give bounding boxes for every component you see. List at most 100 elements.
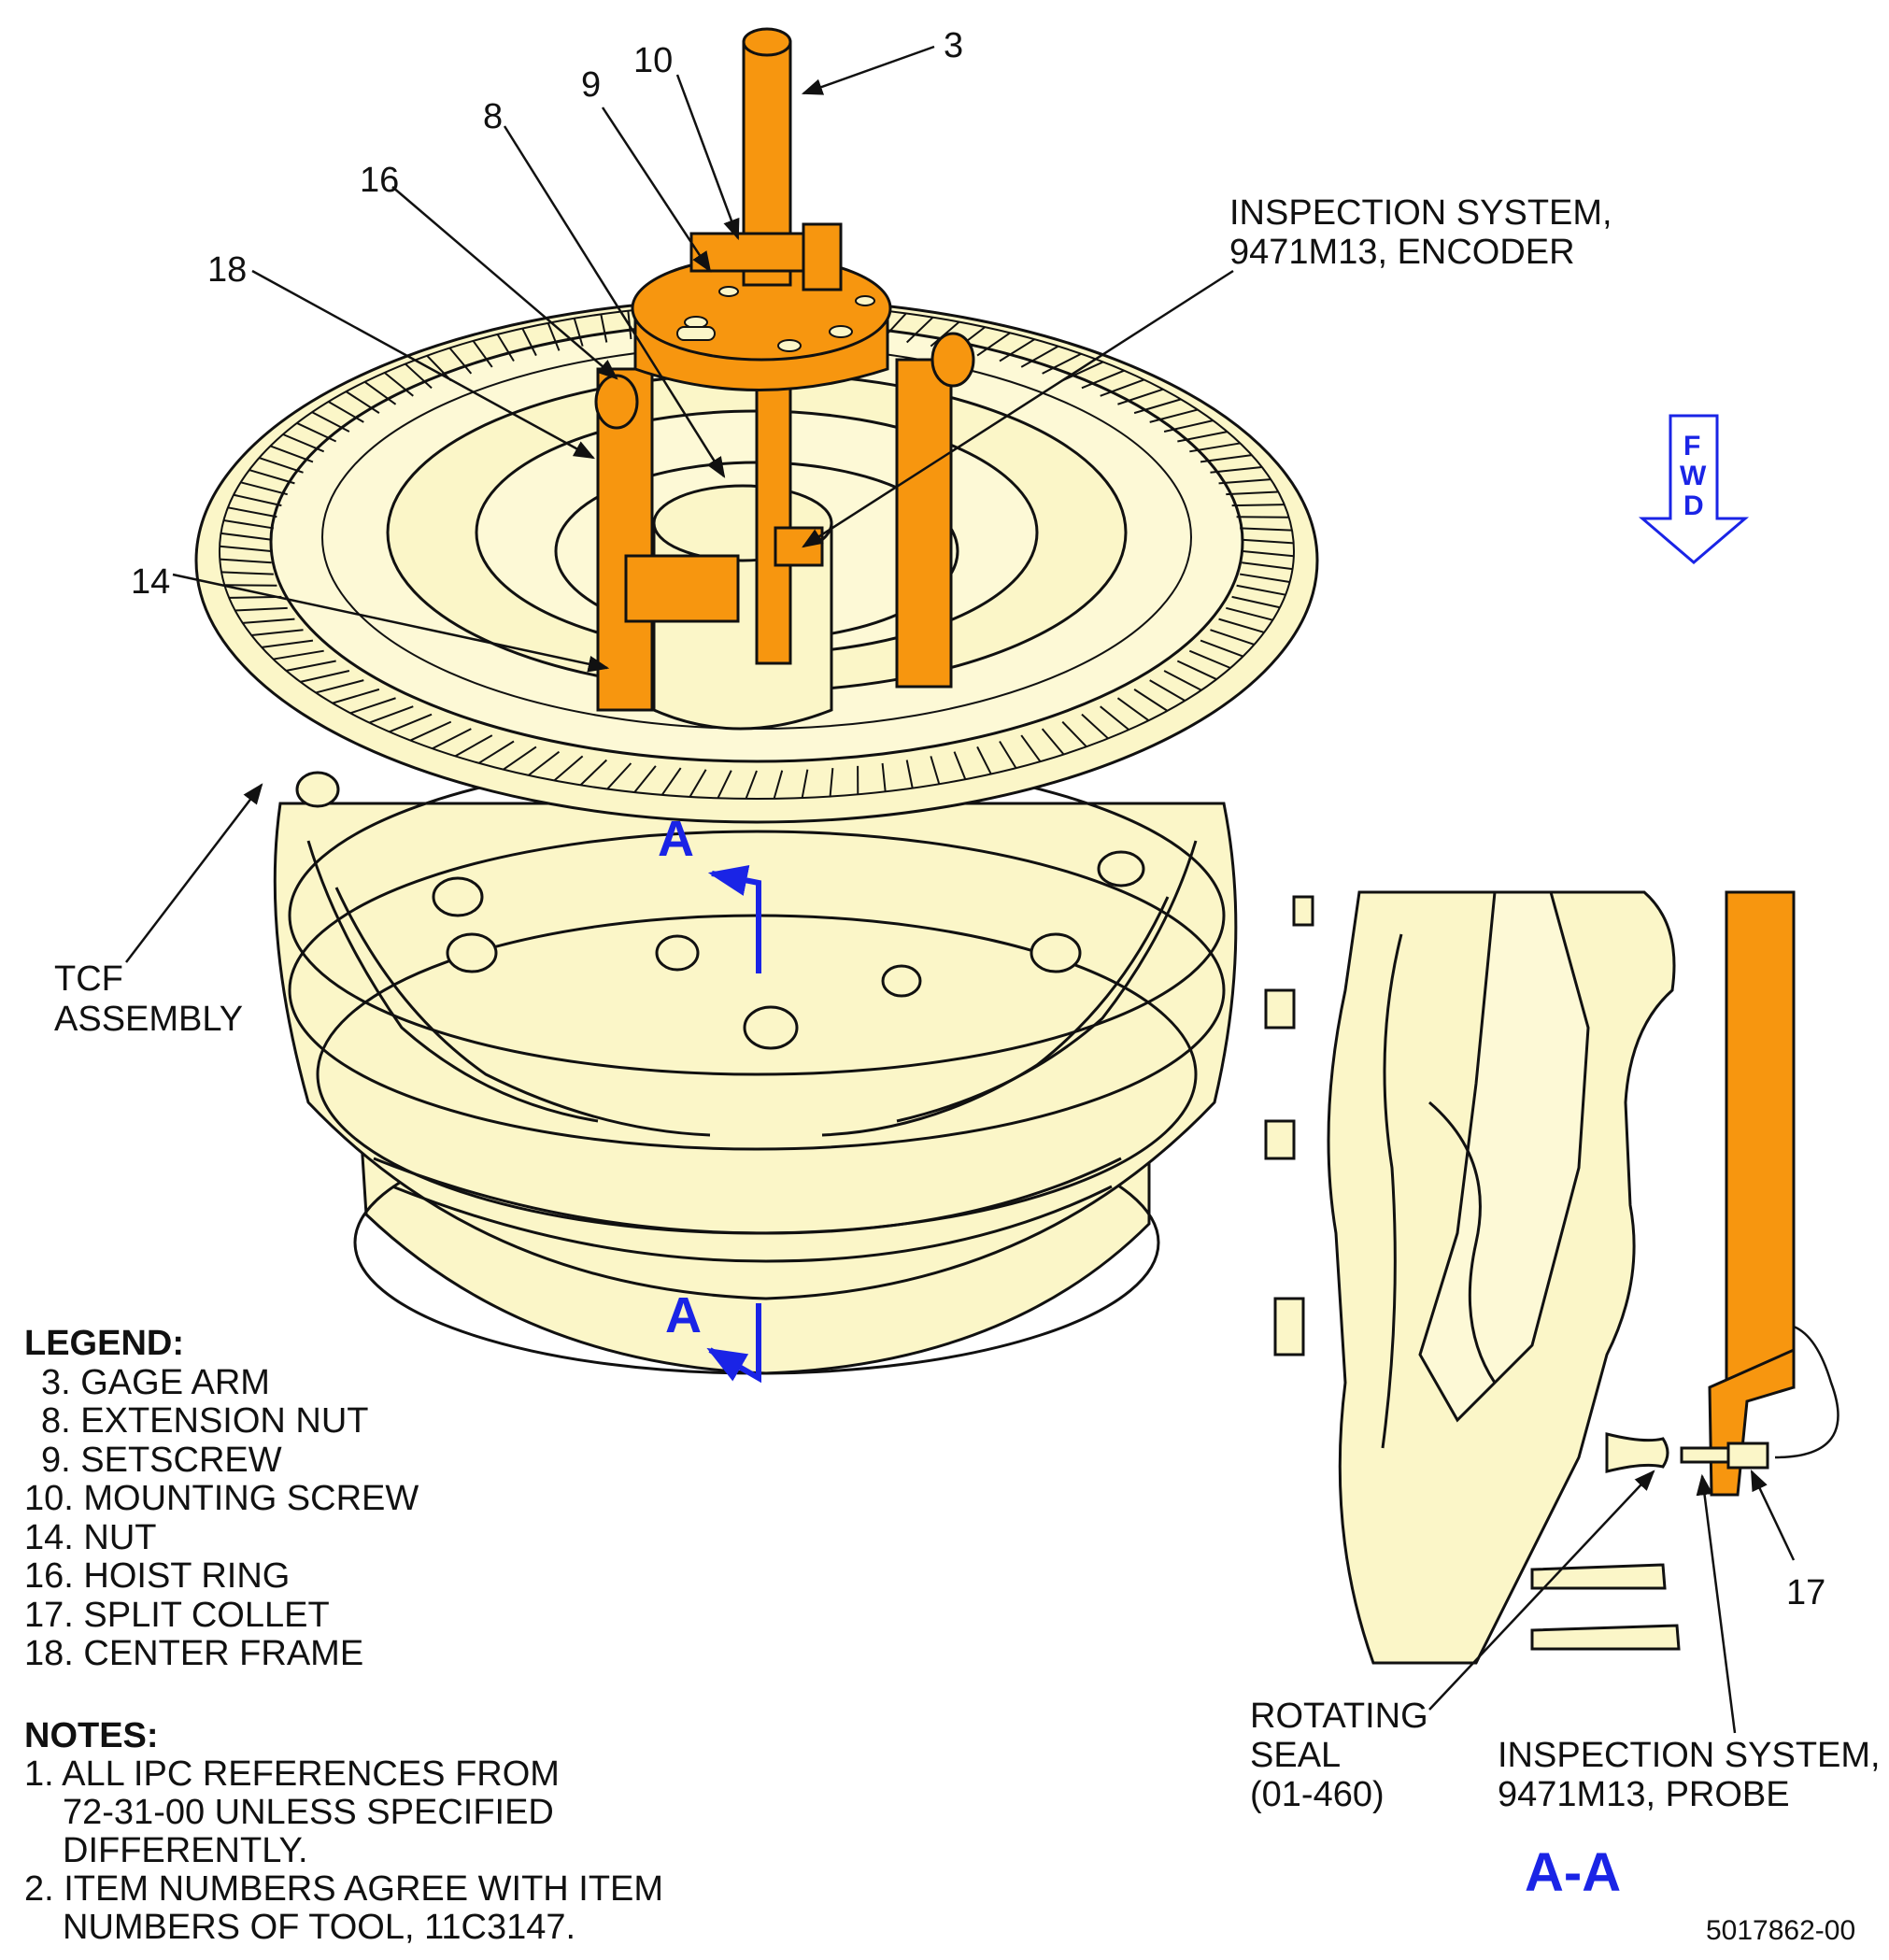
note-1-line-3: DIFFERENTLY. (63, 1831, 308, 1870)
vane (1020, 345, 1059, 368)
probe-cable (1774, 1325, 1839, 1459)
vane (478, 740, 515, 764)
tcf-label-line-2: ASSEMBLY (54, 1000, 244, 1039)
vane (606, 762, 632, 790)
notes-title: NOTES: (24, 1716, 159, 1755)
vane (1100, 705, 1130, 731)
vane (448, 347, 473, 375)
vane (311, 411, 350, 433)
vane (1242, 561, 1293, 571)
vane (579, 759, 608, 787)
vane (223, 519, 275, 530)
vane (1226, 490, 1279, 496)
vane (389, 713, 433, 733)
vane (328, 401, 364, 423)
vane (1133, 398, 1182, 415)
vane (251, 629, 304, 636)
vane (801, 769, 809, 799)
vane (521, 328, 537, 357)
vane (600, 314, 608, 343)
vane (1081, 713, 1109, 740)
encoder-label-line-1: INSPECTION SYSTEM, (1229, 193, 1612, 233)
vane (332, 688, 380, 704)
vane (717, 770, 732, 799)
legend-item: 16. HOIST RING (24, 1556, 291, 1596)
legend-item: 18. CENTER FRAME (24, 1634, 364, 1673)
vane (1218, 478, 1271, 485)
vane (1163, 419, 1214, 433)
vane (1236, 584, 1286, 596)
tool-holes (676, 286, 875, 352)
legend-item: 8. EXTENSION NUT (41, 1401, 369, 1441)
note-1-line-1: 1. ALL IPC REFERENCES FROM (24, 1754, 560, 1794)
legend-item: 14. NUT (24, 1517, 157, 1557)
legend-item: 3. GAGE ARM (41, 1362, 270, 1402)
vane (262, 639, 314, 648)
vane (547, 322, 561, 351)
legend-item: 10. MOUNTING SCREW (24, 1479, 419, 1518)
vane (976, 746, 992, 774)
vane (249, 469, 295, 485)
vane (1218, 618, 1265, 633)
vane (220, 532, 272, 541)
vane (633, 765, 657, 793)
vane (224, 584, 277, 587)
vane (221, 571, 274, 575)
vane (220, 558, 272, 564)
vane (1149, 408, 1199, 423)
fwd-letter-d: D (1683, 490, 1704, 521)
vane (1239, 573, 1290, 583)
vane (745, 770, 758, 800)
legend-item: 17. SPLIT COLLET (24, 1595, 330, 1635)
rotating-seal-line-1: ROTATING (1250, 1697, 1428, 1736)
encoder-label-line-2: 9471M13, ENCODER (1229, 233, 1575, 272)
vane (1177, 431, 1228, 443)
vane (1210, 629, 1255, 646)
vane (1081, 369, 1125, 390)
vane (1236, 516, 1289, 518)
section-cut-line (706, 864, 761, 1384)
vane (1061, 720, 1087, 747)
vane (270, 445, 314, 463)
vane (405, 362, 433, 390)
vane (369, 705, 414, 724)
vane (240, 481, 288, 496)
vane (1176, 660, 1217, 680)
vane (296, 422, 337, 443)
vane (1133, 689, 1169, 712)
callout-9: 9 (581, 65, 602, 105)
probe (1680, 890, 1796, 1497)
callout-8: 8 (483, 97, 504, 136)
vane (1226, 606, 1273, 621)
rotating-seal-line-3: (01-460) (1250, 1775, 1385, 1814)
vane (349, 697, 396, 715)
vane (1189, 442, 1241, 453)
vane (220, 545, 272, 552)
vane (1041, 728, 1065, 756)
tubing (306, 840, 1198, 1263)
vane (528, 750, 561, 776)
vane (496, 334, 515, 362)
legend-item: 9. SETSCREW (41, 1440, 282, 1480)
vane (1231, 504, 1285, 507)
probe-label-line-1: INSPECTION SYSTEM, (1498, 1736, 1881, 1775)
vane (242, 618, 295, 624)
vane (259, 457, 304, 474)
vane (227, 506, 277, 518)
vane (829, 768, 834, 797)
figure-number: 5017862-00 (1706, 1915, 1856, 1946)
vane (773, 770, 784, 800)
notes: NOTES: 1. ALL IPC REFERENCES FROM 72-31-… (24, 1717, 663, 1947)
vane (1061, 361, 1104, 382)
callout-18: 18 (207, 250, 248, 290)
vane (999, 338, 1035, 362)
vane (1188, 649, 1231, 669)
section-marker-bottom: A (665, 1287, 702, 1343)
vane (573, 318, 584, 347)
vane (999, 740, 1017, 769)
probe-label-line-2: 9471M13, PROBE (1498, 1775, 1790, 1814)
vane (905, 316, 934, 344)
vane (315, 679, 364, 694)
note-2-line-2: NUMBERS OF TOOL, 11C3147. (63, 1908, 576, 1947)
